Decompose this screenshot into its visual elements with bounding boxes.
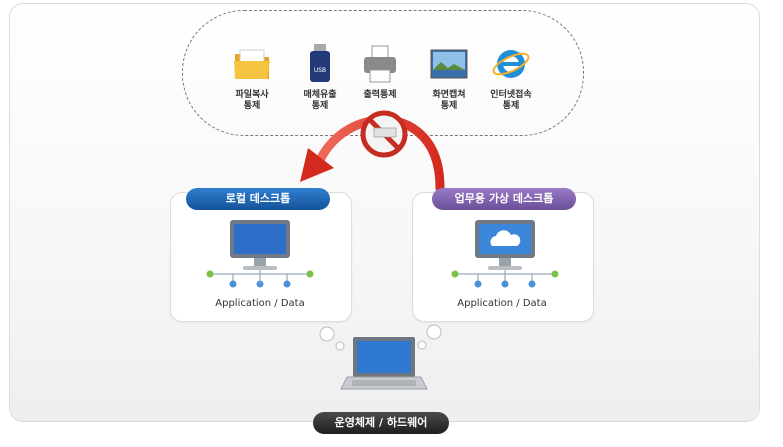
laptop-group xyxy=(319,324,442,390)
tool-media-leak: USB 매체유출 통제 xyxy=(290,44,350,112)
cloud-icon xyxy=(490,230,521,246)
tool-label: 인터넷접속 통제 xyxy=(490,90,532,111)
laptop-icon xyxy=(340,337,428,390)
internet-explorer-icon xyxy=(492,50,530,78)
virtual-desktop-caption: Application / Data xyxy=(457,298,547,309)
tool-label: 파일복사 통제 xyxy=(235,90,269,111)
svg-text:USB: USB xyxy=(314,67,326,74)
arrow-head xyxy=(300,148,334,182)
monitor-icon xyxy=(234,224,286,254)
virtual-desktop-title: 업무용 가상 데스크톱 xyxy=(432,188,576,210)
tool-screen-capture: 화면캡쳐 통제 xyxy=(419,44,479,112)
printer-icon xyxy=(364,45,396,83)
tool-label: 매체유출 통제 xyxy=(303,90,337,111)
usb-icon: USB xyxy=(310,44,330,82)
tool-label: 화면캡쳐 통제 xyxy=(432,90,466,111)
screen-capture-icon xyxy=(430,49,468,79)
forbidden-icon xyxy=(360,110,408,158)
tool-file-copy: 파일복사 통제 xyxy=(222,44,282,112)
tool-internet: 인터넷접속 통제 xyxy=(481,44,541,112)
local-desktop-caption: Application / Data xyxy=(215,298,305,309)
folder-icon xyxy=(234,49,270,79)
local-desktop-title: 로컬 데스크톱 xyxy=(186,188,330,210)
virtual-monitor-network xyxy=(451,220,559,288)
os-hardware-label: 운영체제 / 하드웨어 xyxy=(313,412,449,434)
tool-label: 출력통제 xyxy=(363,90,397,100)
tool-print: 출력통제 xyxy=(350,44,410,101)
local-monitor-network xyxy=(206,220,314,288)
